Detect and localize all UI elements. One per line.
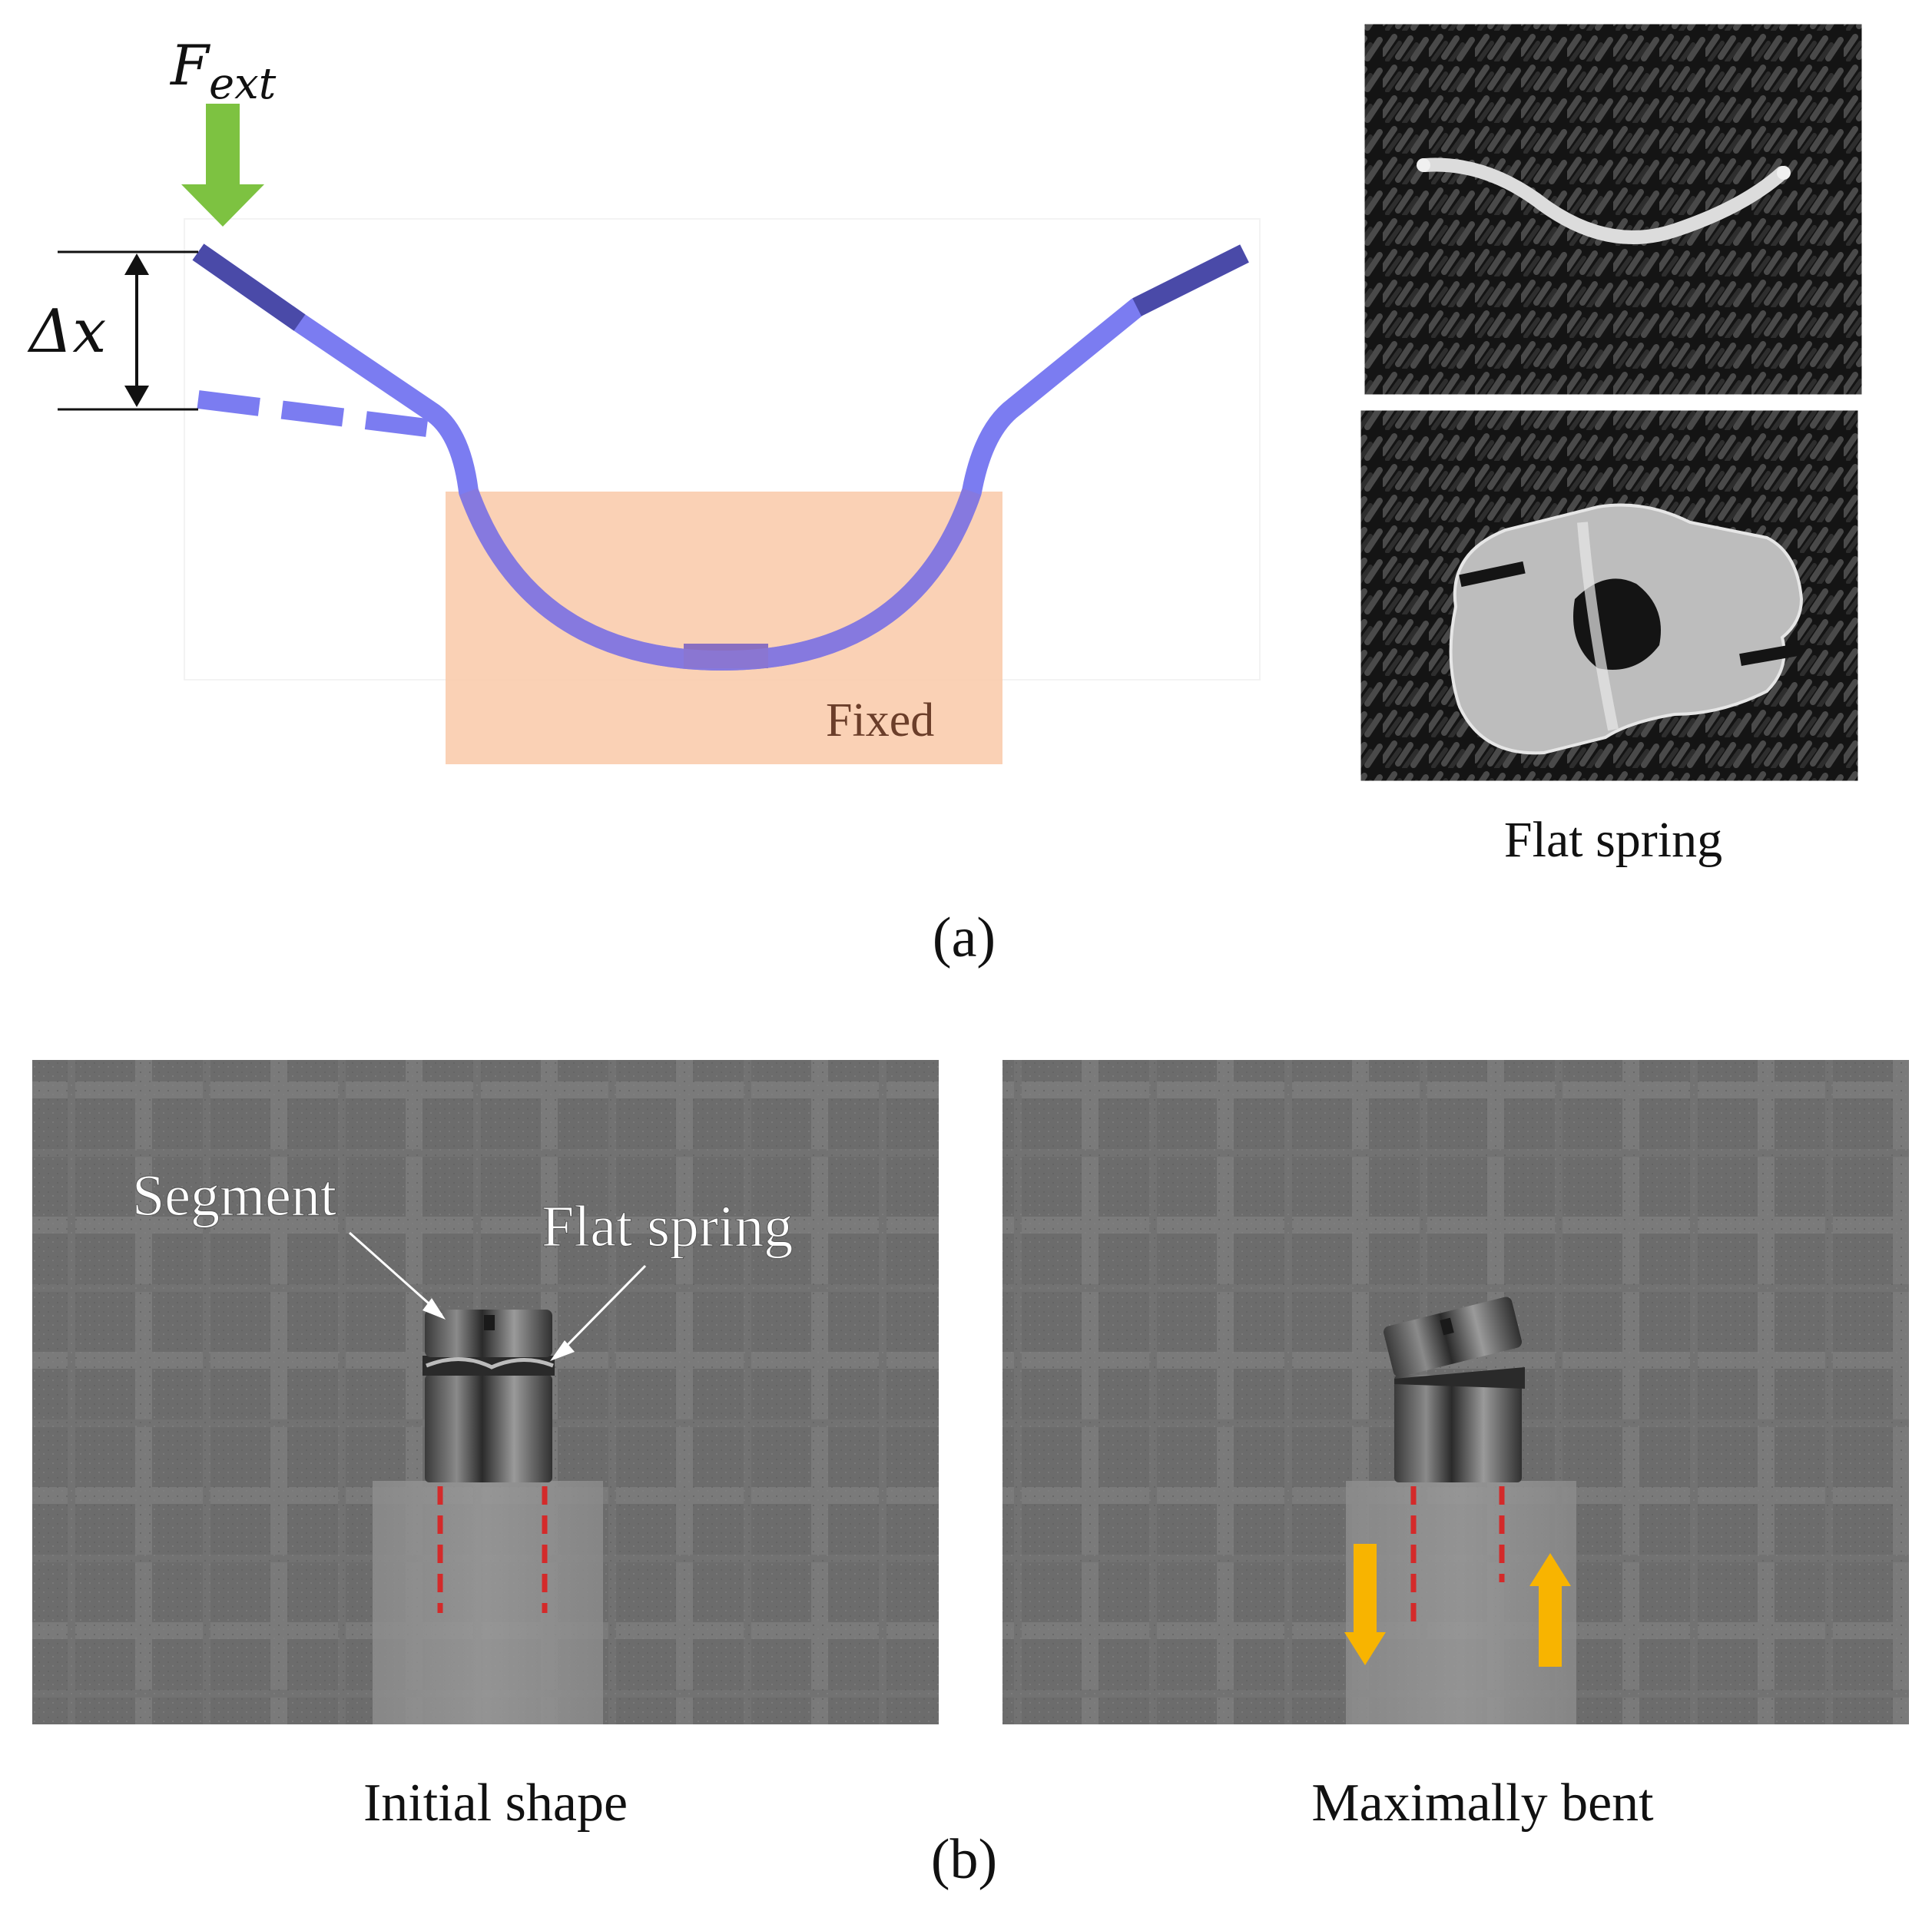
panel-a: Fext Δx Fixed Flat spring xyxy=(27,22,1864,969)
panel-a-caption: (a) xyxy=(933,906,996,969)
initial-shape-photo xyxy=(32,1060,939,1724)
fixed-region xyxy=(446,492,1002,764)
spring-photo-side xyxy=(1362,22,1864,397)
photo-caption: Flat spring xyxy=(1504,812,1722,868)
spring-fixed-part xyxy=(459,488,982,671)
displacement-annotation xyxy=(58,250,198,411)
maximally-bent-photo xyxy=(1002,1060,1909,1724)
force-arrow xyxy=(181,104,264,227)
panel-b: Segment Flat spring Initial shape Maxima… xyxy=(32,1060,1909,1891)
spring-end-left xyxy=(192,243,306,331)
flat-spring-label: Flat spring xyxy=(542,1194,793,1259)
segment-label: Segment xyxy=(132,1164,336,1228)
maximally-bent-caption: Maximally bent xyxy=(1311,1774,1654,1833)
fixed-label: Fixed xyxy=(826,694,934,747)
deformed-arm-dashed xyxy=(197,390,447,439)
spring-photo-top xyxy=(1358,408,1861,783)
force-label: Fext xyxy=(169,33,277,109)
spring-end-right xyxy=(1132,244,1249,316)
displacement-label: Δx xyxy=(27,297,106,366)
panel-b-caption: (b) xyxy=(931,1828,997,1891)
initial-shape-caption: Initial shape xyxy=(363,1774,628,1833)
